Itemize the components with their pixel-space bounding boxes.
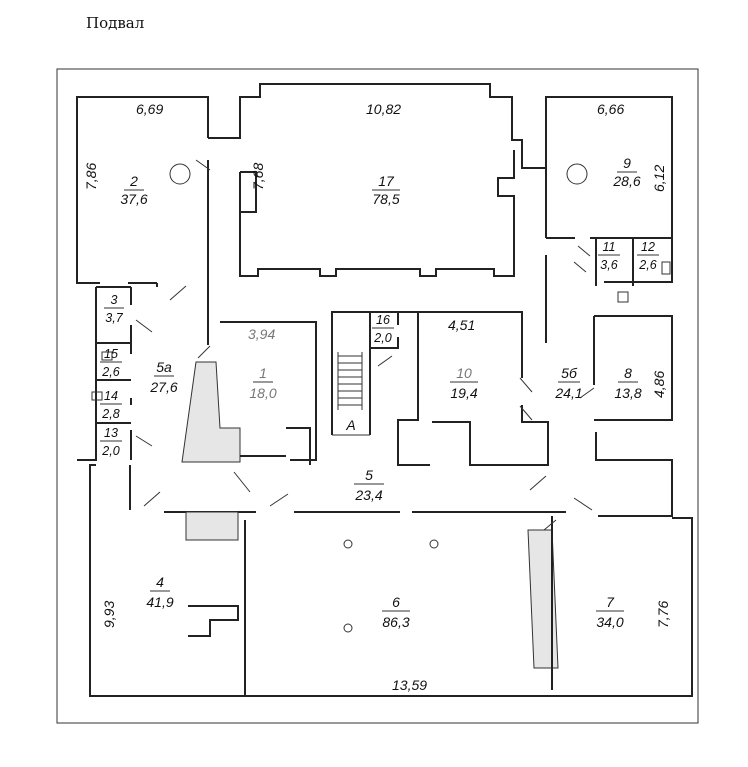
room-area: 2,6 — [638, 258, 656, 272]
room-area: 2,6 — [101, 365, 119, 379]
column-icon — [566, 163, 588, 185]
column-icon — [429, 539, 439, 549]
dim-label: 7,76 — [655, 601, 671, 628]
room-area: 37,6 — [120, 191, 147, 207]
room-area: 2,0 — [101, 444, 119, 458]
toilet-icon — [101, 351, 113, 361]
room-number: 4 — [156, 574, 164, 590]
room-area: 28,6 — [612, 173, 640, 189]
stair-steps — [332, 352, 370, 436]
dim-label: 6,69 — [136, 101, 163, 117]
room-number: 9 — [623, 155, 631, 171]
room-area: 41,9 — [146, 594, 173, 610]
room-number: 2 — [129, 173, 138, 189]
room-number: 8 — [624, 365, 632, 381]
room-number: 5б — [561, 365, 578, 381]
door-swings — [135, 159, 595, 531]
dim-label: 6,12 — [651, 165, 667, 192]
column-icon — [343, 623, 353, 633]
room-number: 1 — [259, 365, 267, 381]
dim-label: 7,86 — [83, 163, 99, 190]
fraction-lines — [100, 171, 659, 612]
room-area: 13,8 — [614, 385, 641, 401]
walls — [76, 83, 693, 697]
room-number: 11 — [603, 240, 616, 254]
room-area: 27,6 — [149, 379, 177, 395]
dimension-labels: 6,69 10,82 6,66 7,86 7,68 6,12 3,94 4,51… — [83, 101, 671, 693]
room-number: 17 — [378, 173, 395, 189]
room-number: 5а — [156, 359, 172, 375]
room-number: 6 — [392, 594, 400, 610]
toilet-icon — [661, 261, 671, 275]
plan-frame — [56, 68, 699, 724]
stair-label: А — [345, 417, 355, 433]
room-area: 86,3 — [382, 614, 409, 630]
room-area: 3,7 — [105, 311, 123, 325]
fixtures — [91, 163, 671, 633]
room-number: 16 — [376, 313, 390, 327]
dim-label: 9,93 — [101, 601, 117, 628]
room-number: 10 — [456, 365, 472, 381]
room-number: 12 — [641, 240, 655, 254]
room-number: 15 — [104, 347, 118, 361]
room-number: 5 — [365, 467, 373, 483]
room-area: 24,1 — [554, 385, 582, 401]
room-number: 14 — [104, 389, 118, 403]
dim-label: 10,82 — [366, 101, 401, 117]
page-title: Подвал — [86, 14, 145, 32]
room-area: 2,0 — [373, 331, 391, 345]
room-area: 78,5 — [372, 191, 399, 207]
room-area: 2,8 — [101, 407, 119, 421]
dim-label: 6,66 — [597, 101, 624, 117]
dim-label: 4,86 — [651, 371, 667, 398]
toilet-icon — [91, 391, 103, 401]
room-number: 3 — [111, 293, 118, 307]
dim-label: 13,59 — [392, 677, 427, 693]
room-area: 18,0 — [249, 385, 276, 401]
room-area: 34,0 — [596, 614, 623, 630]
room-area: 23,4 — [354, 487, 382, 503]
dim-label: 7,68 — [250, 163, 266, 190]
room-number: 7 — [606, 594, 615, 610]
column-icon — [343, 539, 353, 549]
column-icon — [169, 163, 191, 185]
dim-label: 3,94 — [248, 326, 275, 342]
room-area: 3,6 — [600, 258, 617, 272]
room-number: 13 — [104, 426, 118, 440]
dim-label: 4,51 — [448, 317, 475, 333]
toilet-icon — [617, 291, 629, 303]
room-area: 19,4 — [450, 385, 477, 401]
room-labels: 2 37,6 17 78,5 9 28,6 11 3,6 12 2,6 3 3,… — [101, 155, 656, 630]
